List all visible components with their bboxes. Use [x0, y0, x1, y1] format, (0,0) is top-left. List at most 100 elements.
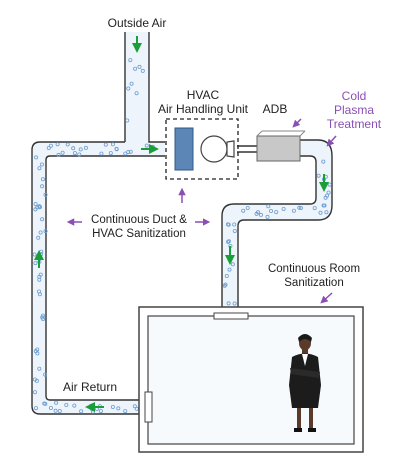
particle-bubble: [132, 404, 137, 409]
room-sanitization-pointer-arrow: [320, 292, 333, 304]
particle-bubble: [140, 68, 145, 73]
particle-bubble: [129, 81, 134, 86]
particle-bubble: [223, 282, 228, 287]
particle-bubble: [137, 64, 142, 69]
particle-bubble: [65, 142, 70, 147]
particle-bubble: [33, 201, 38, 206]
room: [138, 306, 364, 453]
particle-bubble: [55, 142, 60, 147]
particle-bubble: [53, 408, 58, 413]
particle-bubble: [43, 192, 48, 197]
fan-icon: [200, 135, 235, 163]
adb-device-icon: [256, 130, 306, 162]
adb-pointer-arrow: [292, 118, 302, 128]
particle-bubble: [226, 301, 231, 306]
particle-bubble: [37, 205, 42, 210]
particle-bubble: [43, 229, 48, 234]
particle-bubble: [123, 409, 128, 414]
particle-bubble: [316, 173, 321, 178]
particle-bubble: [43, 372, 48, 377]
annotation-arrows: [66, 118, 337, 304]
particle-bubble: [41, 313, 46, 318]
particle-bubble: [103, 142, 108, 147]
particle-bubble: [266, 204, 271, 209]
particle-bubble: [39, 162, 44, 167]
air-handling-unit-label: Air Handling Unit: [158, 102, 249, 116]
adb-label: ADB: [263, 102, 288, 116]
particle-bubble: [274, 210, 279, 215]
particle-bubble: [245, 205, 250, 210]
particle-bubble: [297, 205, 302, 210]
room-sanitization-label-line2: Sanitization: [284, 277, 343, 289]
person-silhouette-icon: [289, 334, 321, 432]
particle-bubble: [37, 366, 42, 371]
particle-bubble: [312, 206, 317, 211]
cold-plasma-label-line1: Cold: [342, 89, 367, 103]
duct-sanitization-label-line2: HVAC Sanitization: [92, 228, 186, 240]
hvac-filter-icon: [174, 127, 194, 171]
cold-plasma-label-line3: Treatment: [327, 117, 382, 131]
particle-bubble: [37, 166, 42, 171]
particle-bubble: [57, 408, 62, 413]
particle-bubble: [46, 145, 51, 150]
particle-bubble: [34, 378, 39, 383]
particle-bubble: [226, 239, 231, 244]
particle-bubble: [35, 347, 40, 352]
particle-bubble: [321, 203, 326, 208]
particle-bubble: [98, 409, 103, 414]
duct-sanitization-label-line1: Continuous Duct &: [91, 214, 187, 226]
particle-bubble: [258, 212, 263, 217]
particle-bubble: [281, 206, 286, 211]
particle-bubble: [298, 205, 303, 210]
particle-bubble: [42, 401, 47, 406]
particle-bubble: [128, 58, 133, 63]
particle-bubble: [72, 403, 77, 408]
particle-bubble: [265, 214, 270, 219]
particle-bubble: [37, 289, 42, 294]
particle-bubble: [40, 177, 45, 182]
particle-bubble: [268, 208, 273, 213]
particle-bubble: [71, 146, 76, 151]
particle-bubble: [123, 151, 128, 156]
particle-bubble: [318, 210, 323, 215]
particle-bubble: [110, 142, 115, 147]
particle-bubble: [125, 118, 130, 123]
particle-bubble: [128, 149, 133, 154]
particle-bubble: [99, 151, 104, 156]
particle-bubble: [77, 152, 82, 157]
particle-bubble: [232, 222, 237, 227]
flow-arrows: [34, 36, 329, 412]
particle-bubble: [291, 208, 296, 213]
particle-bubble: [144, 143, 149, 148]
particle-bubble: [34, 406, 39, 411]
particle-bubble: [126, 86, 131, 91]
particle-bubble: [110, 404, 115, 409]
particle-bubble: [114, 147, 119, 152]
particle-bubble: [38, 230, 43, 235]
particle-bubble: [116, 406, 121, 411]
particle-bubble: [56, 152, 61, 157]
particle-bubble: [227, 267, 232, 272]
particle-bubble: [40, 217, 45, 222]
outside-air-label: Outside Air: [108, 16, 167, 30]
particle-bubble: [133, 66, 138, 71]
particle-bubble: [78, 147, 83, 152]
particle-bubble: [37, 274, 42, 279]
particle-bubble: [35, 205, 40, 210]
particle-bubble: [40, 184, 45, 189]
particle-bubble: [226, 239, 231, 244]
particle-bubble: [33, 261, 38, 266]
hvac-air-handling-unit-box: [165, 118, 239, 180]
cold-plasma-pointer-arrow: [326, 135, 337, 147]
hvac-label: HVAC: [187, 88, 220, 102]
particle-bubble: [254, 211, 259, 216]
particle-bubble: [226, 222, 231, 227]
particle-bubble: [60, 150, 65, 155]
particle-bubble: [54, 400, 59, 405]
particle-bubble: [48, 143, 53, 148]
return-grille: [144, 391, 153, 423]
particle-bubble: [72, 151, 77, 156]
particle-bubble: [33, 390, 38, 395]
particle-bubble: [324, 210, 329, 215]
particle-bubble: [34, 155, 39, 160]
